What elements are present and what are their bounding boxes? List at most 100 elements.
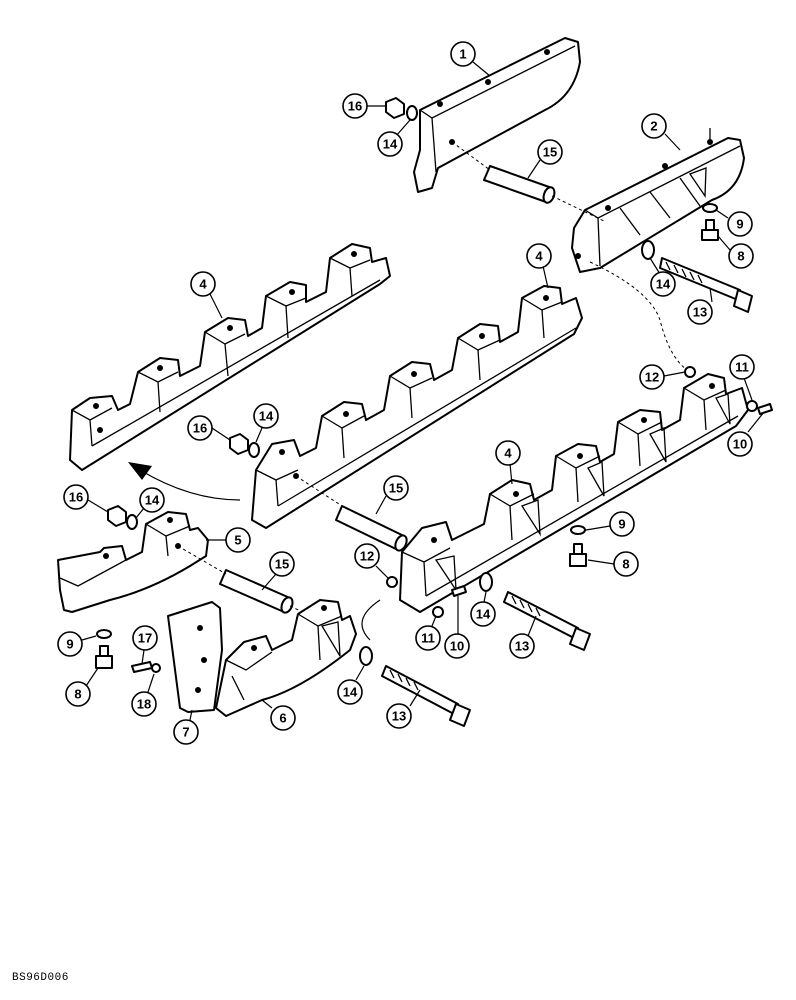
svg-text:18: 18: [137, 697, 151, 712]
bolt-8-left: [95, 629, 113, 669]
svg-text:11: 11: [421, 631, 435, 646]
pin-15-top: [451, 141, 607, 223]
callout-11-lower: 11: [415, 625, 441, 651]
bolt-8-lower: [569, 525, 587, 567]
part-6-rail: [215, 599, 357, 717]
callout-15-middle: 15: [383, 475, 409, 501]
svg-text:15: 15: [543, 145, 557, 160]
svg-text:4: 4: [199, 277, 207, 292]
svg-text:9: 9: [66, 637, 73, 652]
part-4-rail-middle: [251, 285, 583, 529]
callout-14-middle: 14: [253, 403, 279, 429]
svg-text:17: 17: [138, 631, 152, 646]
svg-text:7: 7: [182, 725, 189, 740]
callout-12-lower: 12: [354, 543, 380, 569]
svg-text:13: 13: [515, 639, 529, 654]
bolt-10-lower: [432, 585, 467, 618]
callout-15-lower: 15: [269, 551, 295, 577]
callout-16-middle: 16: [187, 415, 213, 441]
callout-10-right: 10: [727, 431, 753, 457]
callout-16-top: 16: [342, 93, 368, 119]
svg-text:13: 13: [392, 709, 406, 724]
callout-9-top: 9: [727, 211, 753, 237]
callout-13-bottom: 13: [386, 703, 412, 729]
callout-14-upper-right: 14: [650, 271, 676, 297]
part-4-rail-left: [69, 243, 391, 471]
svg-text:16: 16: [348, 99, 362, 114]
callout-4-left: 4: [190, 271, 216, 297]
svg-text:14: 14: [656, 277, 671, 292]
svg-text:11: 11: [735, 360, 749, 375]
callout-2: 2: [641, 113, 667, 139]
svg-text:1: 1: [459, 47, 466, 62]
callout-9-left: 9: [57, 631, 83, 657]
svg-text:10: 10: [733, 437, 747, 452]
svg-text:14: 14: [259, 409, 274, 424]
callout-8-lower-right: 8: [613, 551, 639, 577]
callout-18: 18: [131, 691, 157, 717]
part-5-bracket: [57, 511, 209, 613]
direction-arrow: [139, 469, 241, 501]
callout-13-lower: 13: [509, 633, 535, 659]
callout-14-lower-middle: 14: [470, 601, 496, 627]
nut-16-lower: [107, 505, 138, 530]
svg-text:14: 14: [343, 685, 358, 700]
callout-12-right: 12: [639, 364, 665, 390]
part-7-plate: [167, 601, 223, 713]
bolt-8-top: [701, 203, 719, 241]
svg-text:6: 6: [279, 711, 286, 726]
bolt-17: [131, 661, 161, 673]
figure-code: BS96D006: [12, 972, 69, 984]
callout-16-lower: 16: [63, 484, 89, 510]
callout-8-left: 8: [65, 681, 91, 707]
bolt-10-right: [746, 400, 773, 415]
nut-16-middle: [229, 433, 260, 458]
alignment-line: [589, 261, 691, 373]
svg-text:10: 10: [450, 639, 464, 654]
svg-text:9: 9: [736, 217, 743, 232]
svg-text:15: 15: [389, 481, 403, 496]
callout-4-right: 4: [495, 440, 521, 466]
callout-17: 17: [132, 625, 158, 651]
svg-text:13: 13: [693, 305, 707, 320]
callout-13-top: 13: [687, 299, 713, 325]
svg-text:16: 16: [193, 421, 207, 436]
svg-text:8: 8: [74, 687, 81, 702]
callout-7: 7: [173, 719, 199, 745]
nut-16-top: [385, 97, 418, 121]
svg-text:14: 14: [476, 607, 491, 622]
callout-1: 1: [450, 41, 476, 67]
svg-text:12: 12: [360, 549, 374, 564]
svg-text:14: 14: [145, 493, 160, 508]
svg-text:5: 5: [234, 533, 241, 548]
svg-text:4: 4: [504, 446, 512, 461]
bolt-13-left: [359, 646, 471, 727]
svg-text:14: 14: [383, 137, 398, 152]
part-4-rail-right: [399, 373, 749, 613]
pin-15-lower: [177, 545, 341, 631]
svg-text:16: 16: [69, 490, 83, 505]
svg-text:9: 9: [618, 517, 625, 532]
svg-text:2: 2: [650, 119, 657, 134]
callout-14-bottom: 14: [337, 679, 363, 705]
svg-text:15: 15: [275, 557, 289, 572]
svg-text:12: 12: [645, 370, 659, 385]
callout-14-lower: 14: [139, 487, 165, 513]
callout-9-lower-right: 9: [609, 511, 635, 537]
bolt-13-top: [641, 240, 753, 313]
pin-15-middle: [295, 475, 408, 552]
washer-12-lower: [361, 576, 398, 641]
callout-15-top: 15: [537, 139, 563, 165]
callout-6: 6: [270, 705, 296, 731]
callout-4-middle: 4: [526, 243, 552, 269]
bolt-13-lower: [479, 572, 591, 651]
part-1-plate: [413, 37, 581, 193]
washer-12-right: [684, 366, 696, 378]
callout-8-top: 8: [728, 243, 754, 269]
callouts: 1 2 16 14 15 9 8 4 4 14 13 12 11: [57, 41, 765, 745]
svg-text:8: 8: [737, 249, 744, 264]
svg-text:8: 8: [622, 557, 629, 572]
arrow-head: [128, 462, 152, 480]
callout-11-right: 11: [729, 354, 755, 380]
